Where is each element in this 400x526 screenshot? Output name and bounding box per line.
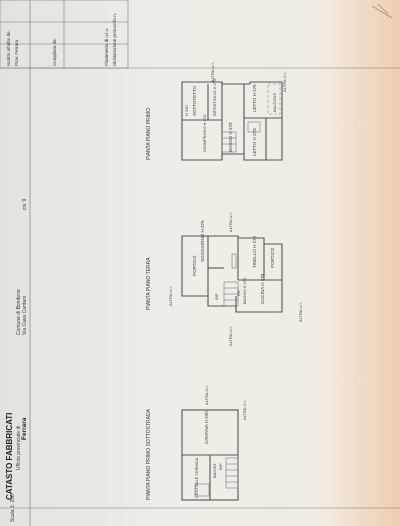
header-compilata: Compilata da:	[52, 38, 57, 66]
room-label: RIP	[236, 289, 241, 296]
header-prov: Prov. Ferrara	[14, 39, 19, 66]
header-dichiarazione: Dichiarazione protocollo n.	[112, 13, 117, 66]
room-label: RIPOSTIGLIO H 270	[212, 78, 217, 116]
room-label: CUCINA H 270	[260, 273, 265, 304]
altra-label: ALTRA U.I.	[298, 302, 303, 322]
title-scala: Scala 1: 200	[10, 494, 16, 522]
plan-primo: PIANTA PIANO PRIMO SOTTOTETTO H 230 RIPO…	[146, 62, 287, 161]
plan-title: PIANTA PIANO PRIMO SOTTOSTRADA	[146, 408, 152, 500]
altra-label: ALTRA U.I.	[210, 62, 215, 82]
header-planimetria: Planimetria di u.i.u.	[104, 28, 109, 66]
header-iscritto: Iscritto all'albo de	[6, 31, 11, 66]
title-comune: Comune di Bondeno	[16, 289, 22, 335]
plan-sottostrada: PIANTA PIANO PRIMO SOTTOSTRADA CANTINA H…	[146, 385, 247, 501]
title-provincia: Ferrara	[21, 417, 28, 440]
title-catasto: CATASTO FABBRICATI	[5, 413, 14, 500]
room-label: RIP	[218, 463, 223, 470]
room-label: LETTO H 270	[252, 84, 257, 112]
title-ufficio: Ufficio provinciale di	[16, 426, 22, 470]
room-label: CENTRALE TERMICA	[194, 457, 199, 498]
column	[231, 253, 237, 269]
room-label: H 230	[184, 105, 189, 116]
room-label: LETTO H 270	[252, 128, 257, 156]
room-label: CANTINA H 230	[204, 411, 209, 444]
room-label: DISIMPEGNO H 270	[202, 114, 207, 152]
title-block: CATASTO FABBRICATI Ufficio provinciale d…	[5, 198, 28, 522]
room-label: BALCONE	[272, 93, 277, 112]
room-label: SOTTOTETTO	[192, 85, 197, 116]
room-label: BAGNO	[212, 464, 217, 478]
room-label: BAGNO H 270	[228, 122, 233, 152]
plan-title: PIANTA PIANO TERRA	[146, 257, 152, 310]
room-label: PORTICO	[270, 247, 275, 268]
header-block: Dichiarazione protocollo n. Planimetria …	[0, 0, 129, 69]
stair	[225, 457, 239, 489]
altra-label: ALTRA U.I.	[204, 385, 209, 405]
title-civ: civ. 9	[22, 198, 28, 210]
room-label: BAGNO H 270	[242, 277, 247, 304]
room-label: RIP	[214, 293, 219, 300]
wall-outline	[181, 235, 283, 313]
sanitary-fixture	[247, 121, 261, 133]
altra-label: ALTRA U.I.	[168, 286, 173, 306]
corner-stamp	[371, 3, 393, 19]
room-label: SOGGIORNO H 270	[200, 220, 205, 262]
sanitary-fixture	[194, 483, 210, 497]
balcony-outline	[267, 83, 281, 115]
plan-terra: PIANTA PIANO TERRA PORTICO SOGGIORNO H 2…	[146, 212, 303, 346]
plan-title: PIANTA PIANO PRIMO	[146, 108, 152, 160]
room-label: TINELLO H 270	[252, 235, 257, 268]
stair	[221, 131, 237, 153]
altra-label: ALTRA U.I.	[282, 72, 287, 92]
room-label: PORTICO	[192, 255, 197, 276]
altra-label: ALTRA U.I.	[228, 212, 233, 232]
title-via: Via Cava Cardani	[22, 296, 28, 335]
altra-label: ALTRA U.I.	[228, 326, 233, 346]
altra-label: ALTRA U.I.	[242, 400, 247, 420]
